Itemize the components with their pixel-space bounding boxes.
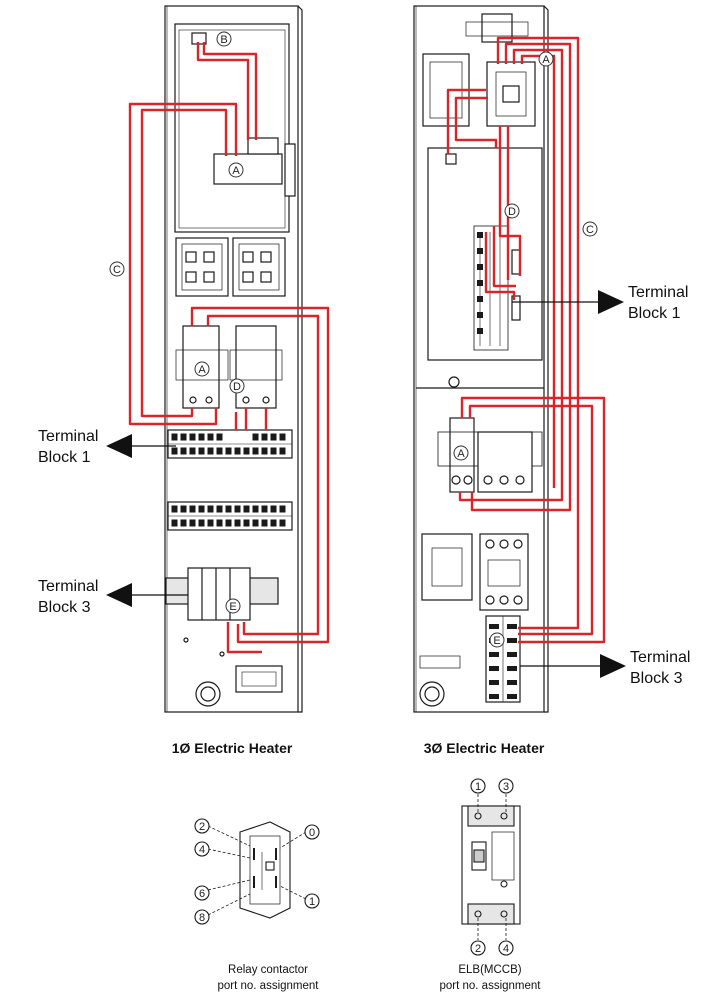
- marker-d: D: [508, 206, 516, 218]
- left-breaker-d: [235, 325, 277, 409]
- right-contactor-a: [486, 61, 536, 127]
- relay-port-0: 0: [309, 827, 315, 839]
- marker-a: A: [198, 364, 206, 376]
- relay-port-labels: 2 4 6 8 0 1 Relay contactor port no. ass…: [199, 821, 319, 992]
- left-terminal-block-3-label: Terminal: [38, 578, 98, 595]
- left-upper-box: [174, 23, 290, 233]
- left-relay-1: [175, 237, 229, 297]
- right-contactor-e: [479, 533, 529, 611]
- right-cable-gland: [419, 681, 445, 707]
- elb-port-2: 2: [475, 943, 481, 955]
- relay-port-1: 1: [309, 896, 315, 908]
- left-terminal-screws: [171, 433, 286, 527]
- arrow-icon: [598, 290, 624, 314]
- relay-port-2: 2: [199, 821, 205, 833]
- right-markers: A D C A E: [453, 51, 598, 648]
- marker-b: B: [220, 34, 227, 46]
- arrow-icon: [106, 434, 132, 458]
- marker-e: E: [493, 635, 500, 647]
- left-wiring: [128, 42, 330, 654]
- marker-e: E: [229, 601, 236, 613]
- right-terminal-block-1-label: Block 1: [628, 305, 681, 322]
- right-panel-caption: 3Ø Electric Heater: [424, 740, 545, 756]
- marker-a: A: [232, 165, 240, 177]
- left-panel-caption: 1Ø Electric Heater: [172, 740, 293, 756]
- marker-a: A: [457, 448, 465, 460]
- marker-a: A: [542, 54, 550, 66]
- arrow-icon: [106, 583, 132, 607]
- three-phase-panel: [413, 5, 549, 713]
- arrow-icon: [600, 654, 626, 678]
- left-terminal-block-1-label: Block 1: [38, 449, 91, 466]
- right-callouts: Terminal Block 1 Terminal Block 3 3Ø Ele…: [424, 284, 691, 756]
- right-lower-transformer: [421, 533, 473, 601]
- left-cabinet-side: [297, 5, 303, 713]
- right-terminal-block-3-label: Terminal: [630, 649, 690, 666]
- relay-caption: Relay contactor: [228, 964, 308, 976]
- elb-caption: port no. assignment: [439, 980, 541, 992]
- right-terminal-block-1-label: Terminal: [628, 284, 688, 301]
- left-markers: B A C A D E: [109, 31, 245, 614]
- relay-contactor-detail: [194, 818, 320, 925]
- elb-detail: [461, 778, 521, 956]
- relay-port-4: 4: [199, 844, 205, 856]
- left-callouts: Terminal Block 1 Terminal Block 3 1Ø Ele…: [38, 428, 293, 756]
- elb-port-labels: 1 3 2 4 ELB(MCCB) port no. assignment: [439, 781, 541, 992]
- relay-port-8: 8: [199, 912, 205, 924]
- elb-port-4: 4: [503, 943, 509, 955]
- left-contactor-a: [213, 153, 283, 185]
- left-relay-2: [232, 237, 286, 297]
- marker-c: C: [586, 224, 594, 236]
- left-terminal-block-3-label: Block 3: [38, 599, 91, 616]
- relay-port-6: 6: [199, 888, 205, 900]
- right-wiring: [446, 36, 606, 644]
- left-cable-gland: [195, 681, 221, 707]
- marker-d: D: [233, 381, 241, 393]
- right-terminal-block-3-label: Block 3: [630, 670, 683, 687]
- elb-port-1: 1: [475, 781, 481, 793]
- left-terminal-block-1-label: Terminal: [38, 428, 98, 445]
- relay-caption: port no. assignment: [217, 980, 319, 992]
- marker-c: C: [113, 264, 121, 276]
- single-phase-panel: [164, 5, 303, 713]
- elb-port-3: 3: [503, 781, 509, 793]
- elb-caption: ELB(MCCB): [458, 964, 521, 976]
- right-terminal-screws: [477, 232, 517, 699]
